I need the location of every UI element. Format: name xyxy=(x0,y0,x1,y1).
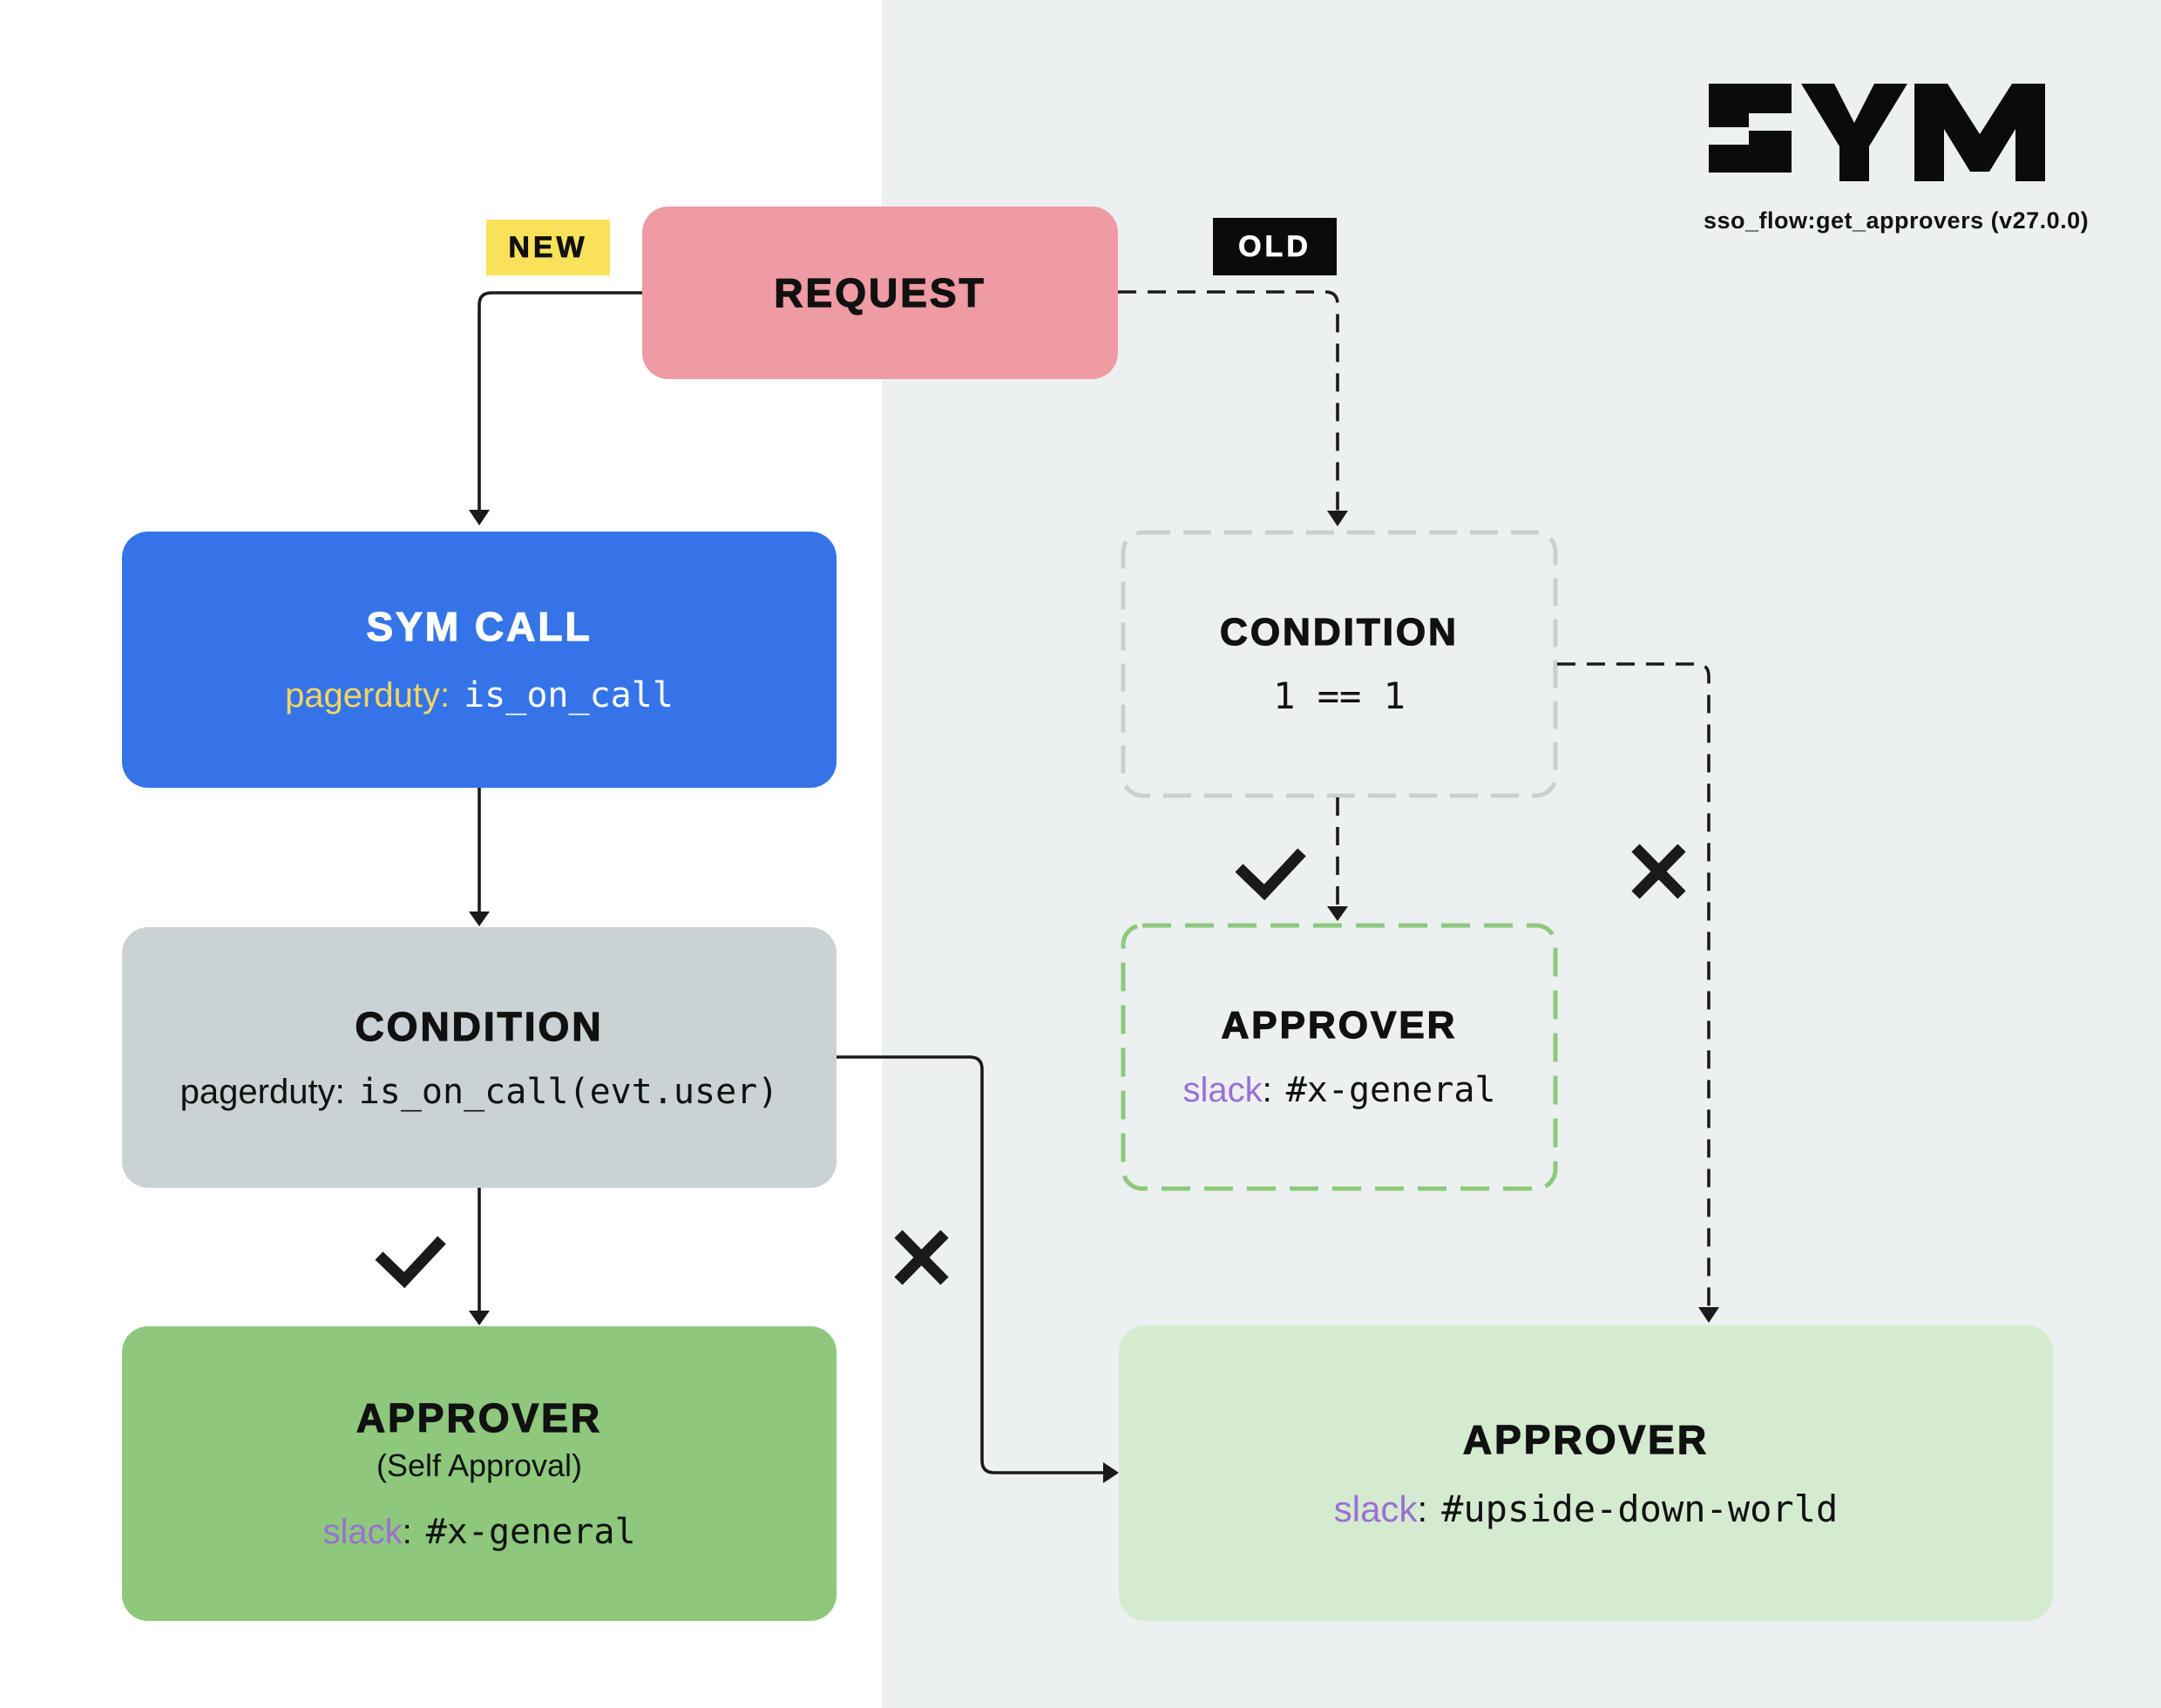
arrowhead xyxy=(1327,511,1348,526)
node-title: CONDITION xyxy=(355,1003,604,1049)
node-title: APPROVER xyxy=(356,1395,603,1440)
node-approver-old-pass: APPROVER slack: #x-general xyxy=(1121,924,1557,1190)
integration-key: slack xyxy=(1333,1488,1418,1529)
sym-logo-icon xyxy=(1709,84,2045,181)
node-title: APPROVER xyxy=(1221,1004,1458,1047)
node-title: REQUEST xyxy=(774,270,986,315)
node-subtitle: (Self Approval) xyxy=(376,1447,583,1483)
separator: : xyxy=(1417,1488,1428,1529)
arrowhead xyxy=(1698,1307,1719,1323)
dashed-arrow-request-to-condition-old xyxy=(1118,290,1339,511)
node-approver-new: APPROVER (Self Approval) slack: #x-genera… xyxy=(122,1326,837,1621)
node-title: APPROVER xyxy=(1462,1416,1710,1462)
arrow-condition-fail-to-fallback-approver xyxy=(837,1055,1103,1474)
new-flow-badge: NEW xyxy=(486,220,610,275)
integration-value: is_on_call(evt.user) xyxy=(358,1071,779,1112)
integration-value: #x-general xyxy=(1285,1070,1496,1110)
node-sym-call: SYM CALL pagerduty: is_on_call xyxy=(122,532,837,788)
arrowhead xyxy=(469,912,490,926)
logo-letter-y xyxy=(1801,84,1907,181)
approver-old-pass-dashed-border xyxy=(1121,923,1558,1191)
integration-value: #upside-down-world xyxy=(1441,1487,1839,1530)
x-icon xyxy=(894,1230,949,1285)
integration-key: pagerduty: xyxy=(285,676,450,715)
node-title: SYM CALL xyxy=(366,604,593,649)
x-icon xyxy=(1631,844,1686,899)
logo-s-top xyxy=(1709,84,1792,127)
separator: : xyxy=(402,1513,412,1551)
node-title: CONDITION xyxy=(1219,611,1459,654)
arrowhead xyxy=(1327,906,1348,921)
sym-logo: sso_flow:get_approvers (v27.0.0) xyxy=(1704,84,2090,234)
node-body: 1 == 1 xyxy=(1273,674,1406,717)
logo-letter-m xyxy=(1914,84,2045,181)
integration-value: is_on_call xyxy=(464,675,674,715)
node-condition-old: CONDITION 1 == 1 xyxy=(1121,531,1557,797)
arrowhead xyxy=(469,510,490,525)
arrowhead xyxy=(469,1311,490,1325)
logo-s-bottom xyxy=(1709,131,1792,173)
integration-key: pagerduty: xyxy=(180,1072,345,1111)
check-icon xyxy=(375,1236,446,1289)
check-icon xyxy=(1235,848,1306,901)
node-body: pagerduty: is_on_call xyxy=(285,678,674,713)
flow-version-label: sso_flow:get_approvers (v27.0.0) xyxy=(1704,207,2090,234)
arrow-request-to-symcall xyxy=(478,291,642,510)
dashed-arrow-condition-old-fail-to-fallback xyxy=(1557,662,1711,1307)
node-body: slack: #upside-down-world xyxy=(1333,1487,1839,1530)
old-flow-badge: OLD xyxy=(1213,218,1337,275)
separator: : xyxy=(1262,1071,1272,1109)
node-body: slack: #x-general xyxy=(1182,1073,1495,1108)
arrowhead xyxy=(1103,1462,1119,1483)
node-body: slack: #x-general xyxy=(322,1515,635,1549)
integration-key: slack xyxy=(1182,1071,1263,1109)
condition-old-dashed-border xyxy=(1121,530,1558,798)
node-body: pagerduty: is_on_call(evt.user) xyxy=(180,1074,779,1109)
node-approver-old-fail: APPROVER slack: #upside-down-world xyxy=(1119,1325,2053,1621)
node-condition-new: CONDITION pagerduty: is_on_call(evt.user) xyxy=(122,927,837,1188)
integration-key: slack xyxy=(322,1513,403,1551)
node-request: REQUEST xyxy=(642,207,1118,379)
integration-value: #x-general xyxy=(425,1512,636,1552)
